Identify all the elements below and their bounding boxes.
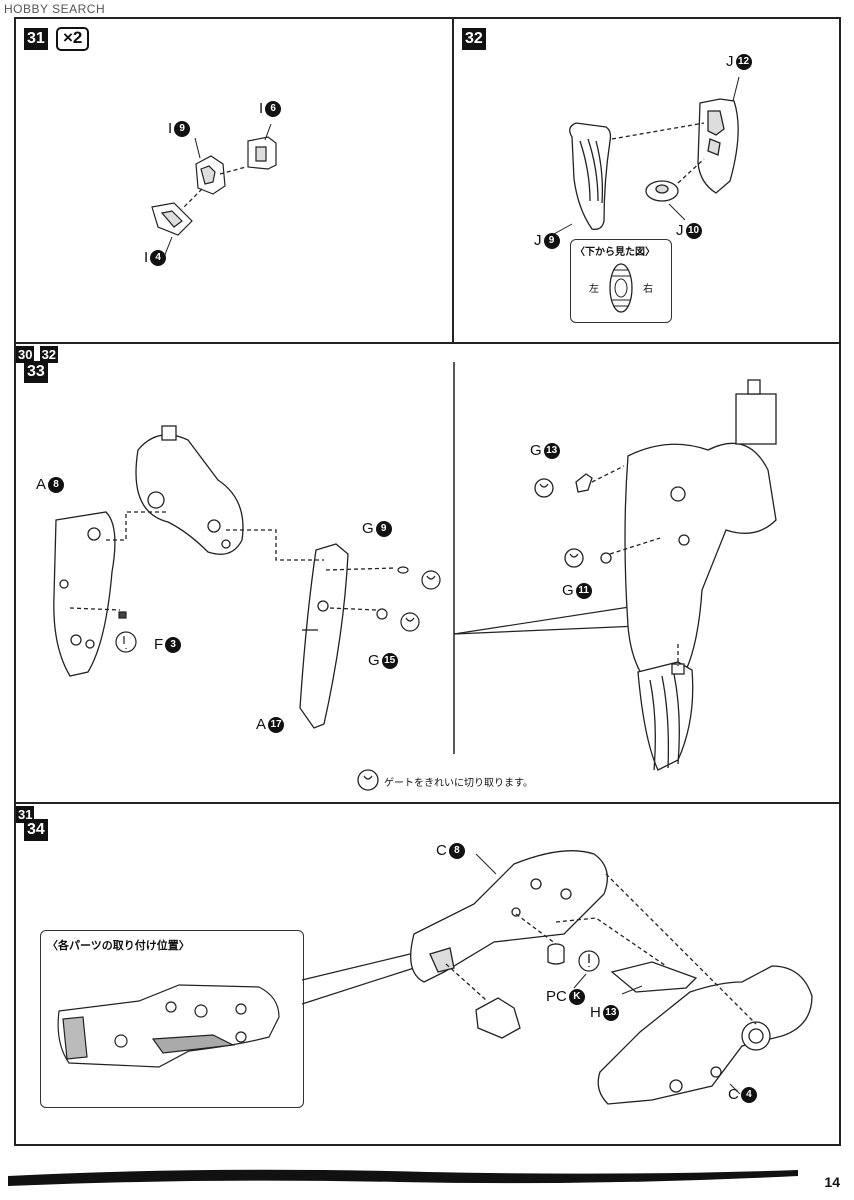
part-letter: J bbox=[726, 53, 734, 70]
step-32-number: 32 bbox=[462, 28, 486, 50]
parts-position-inset: 〈各パーツの取り付け位置〉 bbox=[40, 930, 304, 1108]
part-number-badge: 13 bbox=[543, 442, 560, 459]
part-letter: G bbox=[368, 652, 380, 669]
step-34-assembly-illustration bbox=[301, 850, 813, 1105]
step-31-multiplier: ×2 bbox=[56, 27, 90, 51]
ref-step-30: 30 bbox=[16, 346, 35, 363]
part-letter: C bbox=[728, 1086, 739, 1103]
step-31-number: 31 bbox=[24, 28, 48, 50]
gate-cut-note: ゲートをきれいに切り取ります。 bbox=[384, 778, 533, 789]
part-number-badge: 15 bbox=[381, 652, 398, 669]
part-number-badge: 12 bbox=[735, 53, 752, 70]
part-number-badge: 9 bbox=[543, 232, 560, 249]
part-number-badge: 4 bbox=[740, 1086, 757, 1103]
part-letter: I bbox=[168, 120, 173, 137]
part-number-badge: 4 bbox=[150, 249, 167, 266]
part-letter: G bbox=[530, 442, 542, 459]
part-letter: I bbox=[259, 100, 264, 117]
right-label: 右 bbox=[643, 284, 653, 295]
step-33-number: 33 bbox=[24, 361, 48, 383]
ref-step-31: 31 bbox=[16, 806, 35, 823]
part-letter: PC bbox=[546, 988, 567, 1005]
bottom-view-title: 〈下から見た図〉 bbox=[575, 247, 655, 258]
step-31-parts-illustration bbox=[151, 123, 277, 258]
part-number-badge: 8 bbox=[48, 476, 65, 493]
watermark: HOBBY SEARCH bbox=[4, 2, 106, 16]
part-number-badge: 13 bbox=[602, 1004, 619, 1021]
bottom-view-diagram bbox=[609, 263, 633, 313]
part-letter: J bbox=[676, 222, 684, 239]
part-number-badge: 9 bbox=[375, 520, 392, 537]
part-letter: H bbox=[590, 1004, 601, 1021]
part-letter: G bbox=[362, 520, 374, 537]
part-number-badge: 10 bbox=[685, 222, 702, 239]
step-33-divider bbox=[53, 362, 777, 791]
left-label: 左 bbox=[589, 284, 599, 295]
part-number-badge: 8 bbox=[448, 842, 465, 859]
ref-step-32: 32 bbox=[39, 346, 59, 363]
step-33-panel: 33 bbox=[14, 342, 841, 804]
part-letter: A bbox=[36, 476, 47, 493]
step-34-number: 34 bbox=[24, 819, 48, 841]
part-number-badge: 3 bbox=[165, 636, 182, 653]
part-letter: C bbox=[436, 842, 447, 859]
part-letter: J bbox=[534, 232, 542, 249]
part-number-badge: 9 bbox=[174, 120, 191, 137]
step-34-panel: 34 〈各パーツの取り付け位置〉 bbox=[14, 802, 841, 1146]
bottom-brush-stroke bbox=[8, 1169, 798, 1186]
page-number: 14 bbox=[824, 1174, 840, 1190]
part-number-badge: 6 bbox=[265, 100, 282, 117]
part-number-badge: K bbox=[568, 988, 585, 1005]
part-letter: I bbox=[144, 249, 149, 266]
part-letter: F bbox=[154, 636, 164, 653]
parts-position-diagram bbox=[57, 984, 280, 1068]
parts-position-title: 〈各パーツの取り付け位置〉 bbox=[47, 939, 190, 952]
part-number-badge: 11 bbox=[575, 582, 592, 599]
part-number-badge: 17 bbox=[268, 716, 285, 733]
bottom-view-inset: 〈下から見た図〉 左 右 bbox=[570, 239, 672, 323]
part-letter: A bbox=[256, 716, 267, 733]
step-32-parts-illustration bbox=[553, 76, 740, 235]
part-letter: G bbox=[562, 582, 574, 599]
